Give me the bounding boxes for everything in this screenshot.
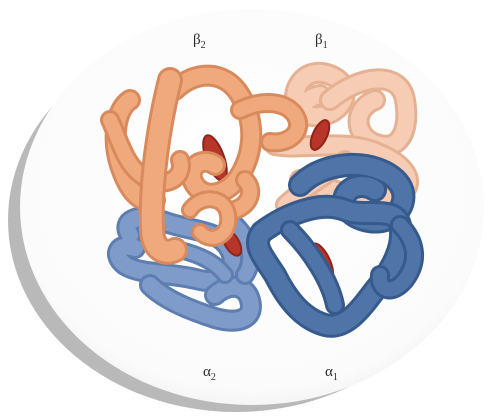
label-alpha2-symbol: α — [203, 364, 211, 380]
label-beta2-symbol: β — [193, 32, 201, 48]
label-beta2: β2 — [193, 33, 206, 51]
label-alpha1-index: 1 — [333, 372, 338, 383]
label-alpha1-symbol: α — [325, 364, 333, 380]
label-beta2-index: 2 — [201, 40, 206, 51]
label-beta1-symbol: β — [315, 32, 323, 48]
label-alpha2-index: 2 — [211, 372, 216, 383]
label-beta1-index: 1 — [323, 40, 328, 51]
label-alpha1: α1 — [325, 365, 338, 383]
label-alpha2: α2 — [203, 365, 216, 383]
label-beta1: β1 — [315, 33, 328, 51]
